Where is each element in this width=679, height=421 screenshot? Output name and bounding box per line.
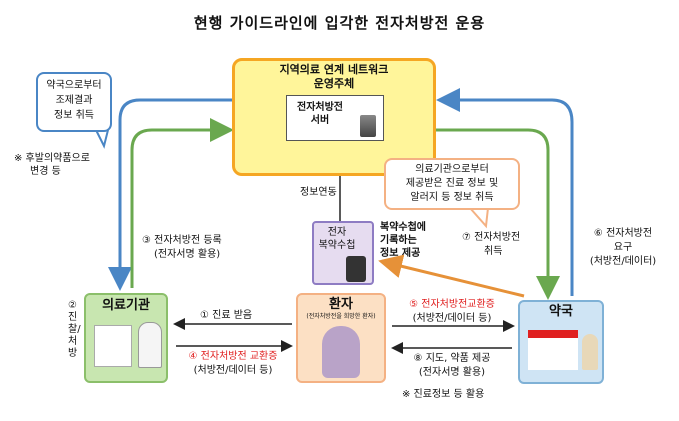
hospital-building-icon xyxy=(94,325,132,367)
diagram-title: 현행 가이드라인에 입각한 전자처방전 운용 xyxy=(193,14,486,32)
patient-person-icon xyxy=(322,326,360,378)
step7-line2: 취득 xyxy=(484,246,503,257)
step3-line1: ③ 전자처방전 등록 xyxy=(142,235,222,246)
arrow-hospital-to-network xyxy=(130,118,234,288)
arrow-pharmacy-to-network xyxy=(436,88,574,296)
step3-line2: (전자서명 활용) xyxy=(154,249,221,260)
step8-label: ⑧ 지도, 약품 제공 (전자서명 활용) xyxy=(392,352,512,380)
step7-label: ⑦ 전자처방전 취득 xyxy=(462,231,520,259)
step4-line1: ④ 전자처방전 교환증 xyxy=(188,351,278,362)
booklet-label-line1: 전자 xyxy=(327,227,347,238)
bubble-right-tail xyxy=(469,207,489,229)
step6-label: ⑥ 전자처방전 요구 (처방전/데이터) xyxy=(578,227,668,269)
server-label-line2: 서버 xyxy=(310,115,330,126)
booklet-note-line3: 정보 제공 xyxy=(380,248,421,259)
note-bottom: ※ 진료정보 등 활용 xyxy=(402,389,485,400)
bubble-left-line3: 정보 취득 xyxy=(54,110,94,121)
info-link-label: 정보연동 xyxy=(300,187,337,198)
step5-line1: ⑤ 전자처방전교환증 xyxy=(409,299,495,310)
bubble-pharmacy-result xyxy=(36,72,112,132)
bubble-left-text: 약국으로부터 조제결과 정보 취득 xyxy=(36,78,112,123)
booklet-label: 전자 복약수첩 xyxy=(312,226,362,252)
step3-label: ③ 전자처방전 등록 (전자서명 활용) xyxy=(142,234,222,262)
step4-label: ④ 전자처방전 교환증 (처방전/데이터 등) xyxy=(172,350,294,378)
note-generic-line2: 변경 등 xyxy=(30,166,61,177)
step6-line1: ⑥ 전자처방전 xyxy=(593,228,653,239)
booklet-note-line2: 기록하는 xyxy=(380,235,417,246)
step2-label: ②진찰/처방 xyxy=(68,300,81,359)
bubble-hospital-info xyxy=(384,158,520,210)
network-title: 지역의료 연계 네트워크 운영주체 xyxy=(232,63,436,91)
note-generic-line1: ※ 후발의약품으로 xyxy=(14,153,90,164)
step8-line2: (전자서명 활용) xyxy=(418,367,486,378)
arrow-network-to-pharmacy xyxy=(436,128,560,300)
arrow-pharmacy-to-booklet xyxy=(378,254,525,298)
bubble-right-line1: 의료기관으로부터 xyxy=(415,164,489,175)
smartphone-icon xyxy=(346,256,366,282)
bubble-left-tail xyxy=(95,129,109,149)
step5-label: ⑤ 전자처방전교환증 (처방전/데이터 등) xyxy=(392,298,512,326)
step8-line1: ⑧ 지도, 약품 제공 xyxy=(413,353,491,364)
doctor-icon xyxy=(138,322,162,368)
bubble-right-line3: 알러지 등 정보 취득 xyxy=(410,192,494,203)
network-title-line1: 지역의료 연계 네트워크 xyxy=(279,63,389,76)
bubble-left-line2: 조제결과 xyxy=(55,95,93,106)
booklet-note-line1: 복약수첩에 xyxy=(380,222,426,233)
booklet-note: 복약수첩에 기록하는 정보 제공 xyxy=(380,221,426,260)
patient-sub-label: (전자처방전을 희망한 환자) xyxy=(306,313,376,320)
note-generic-drug: ※ 후발의약품으로 변경 등 xyxy=(14,152,90,178)
patient-label: 환자 xyxy=(329,297,353,312)
step1-label: ① 진료 받음 xyxy=(200,310,253,321)
arrow-network-to-hospital xyxy=(108,98,232,291)
booklet-label-line2: 복약수첩 xyxy=(318,240,356,251)
step5-line2: (처방전/데이터 등) xyxy=(412,313,492,324)
pharmacy-store-icon xyxy=(528,330,578,370)
server-icon xyxy=(360,115,376,137)
network-title-line2: 운영주체 xyxy=(313,77,355,90)
pharmacist-icon xyxy=(582,334,598,370)
step6-line3: (처방전/데이터) xyxy=(589,256,657,267)
server-label-line1: 전자처방전 xyxy=(297,102,343,113)
pharmacy-label: 약국 xyxy=(549,304,573,319)
hospital-label: 의료기관 xyxy=(102,298,150,313)
bubble-right-text: 의료기관으로부터 제공받은 진료 정보 및 알러지 등 정보 취득 xyxy=(384,163,520,205)
server-label: 전자처방전 서버 xyxy=(290,101,350,127)
bubble-left-line1: 약국으로부터 xyxy=(46,80,102,91)
step6-line2: 요구 xyxy=(613,242,633,253)
bubble-right-line2: 제공받은 진료 정보 및 xyxy=(405,178,499,189)
step4-line2: (처방전/데이터 등) xyxy=(193,365,273,376)
step7-line1: ⑦ 전자처방전 xyxy=(462,232,521,243)
